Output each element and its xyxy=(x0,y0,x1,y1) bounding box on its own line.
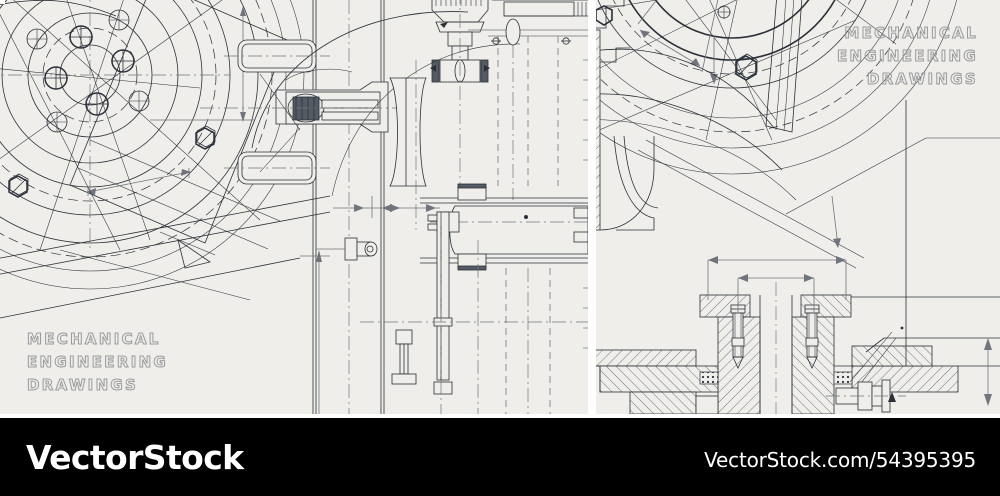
right-bolt-holes xyxy=(596,5,758,81)
screw-plug-detail xyxy=(316,237,378,261)
dashed-column-right xyxy=(468,20,588,200)
spindle-head-top xyxy=(430,0,490,200)
hex-nut-group xyxy=(8,125,216,198)
bolt-hole-group-bold xyxy=(44,25,135,116)
bearing-spool-assembly xyxy=(200,68,420,173)
left-hatched-wall xyxy=(596,29,655,231)
notched-bracket xyxy=(596,0,625,29)
ram-column-block xyxy=(389,60,427,230)
rounded-window-upper xyxy=(224,39,330,73)
right-edge-ticks xyxy=(583,59,588,349)
watermark-left: MECHANICAL ENGINEERING DRAWINGS xyxy=(26,330,169,395)
flange-pitch-circles xyxy=(0,0,273,258)
vectorstock-logo: VectorStock xyxy=(26,438,244,477)
bolt-hole-group-thin xyxy=(26,9,150,133)
vertical-shaft-bottom xyxy=(360,211,588,414)
bottom-bolt-assembly xyxy=(391,329,417,385)
right-flange-circles xyxy=(596,0,957,175)
cross-section-bolt-right xyxy=(804,304,820,369)
flange-center-lines xyxy=(0,0,261,251)
corner-notch xyxy=(0,0,5,4)
dashed-columns-lower xyxy=(477,240,551,414)
base-plates xyxy=(596,345,1000,393)
right-flange-construction xyxy=(596,0,857,141)
curved-bracket-arm xyxy=(613,135,659,231)
right-drawing-panel: .t2 { fill:none; stroke:#2b3038; stroke-… xyxy=(596,0,1000,414)
gasket-seals xyxy=(699,371,853,385)
right-edge-dimension xyxy=(984,338,992,406)
left-drawing-panel: .t { fill:none; stroke:#2b3038; stroke-w… xyxy=(0,0,588,414)
horizontal-cylinder xyxy=(420,183,588,271)
right-technical-drawing: .t2 { fill:none; stroke:#2b3038; stroke-… xyxy=(596,0,1000,414)
watermark-right: MECHANICAL ENGINEERING DRAWINGS xyxy=(836,24,978,89)
dimension-horizontal-left xyxy=(86,168,191,196)
right-leader-lines xyxy=(637,137,1000,269)
watermark-footer-bar: VectorStock VectorStock.com/54395395 xyxy=(0,418,1000,496)
machine-body-diagonals xyxy=(0,195,331,319)
dimension-triple-arrows xyxy=(333,196,440,218)
frame-edges-left xyxy=(0,0,121,251)
bottom-left-wedge xyxy=(629,391,719,414)
right-slanted-plate xyxy=(765,0,897,133)
dimension-vertical-tall xyxy=(300,250,330,414)
right-bracket-detail xyxy=(849,100,1000,393)
vertical-frame-columns xyxy=(312,0,385,414)
rounded-window-lower xyxy=(224,151,330,185)
left-technical-drawing: .t { fill:none; stroke:#2b3038; stroke-w… xyxy=(0,0,588,414)
vectorstock-url: VectorStock.com/54395395 xyxy=(704,448,976,472)
top-right-rail xyxy=(491,0,588,46)
stepped-shaft-detail xyxy=(826,379,906,413)
cross-section-dimensions xyxy=(707,256,847,312)
